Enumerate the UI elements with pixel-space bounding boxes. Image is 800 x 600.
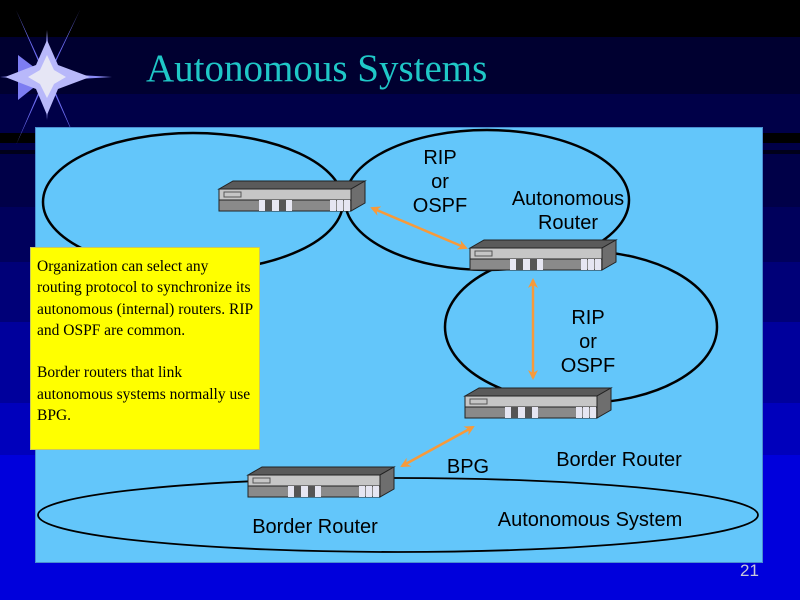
slide-title: Autonomous Systems — [146, 47, 488, 90]
explanation-note: Organization can select any routing prot… — [30, 247, 260, 450]
page-number: 21 — [740, 561, 759, 580]
link-arrow-bpg — [400, 425, 475, 468]
autonomous-router — [469, 239, 617, 271]
autonomous-system-label: Autonomous System — [497, 509, 683, 531]
link-arrow-rip-top — [370, 206, 468, 250]
border-router-right — [464, 387, 612, 419]
border-router-left — [247, 466, 395, 498]
border-router-label-left: Border Router — [252, 516, 378, 538]
router-top-left — [218, 180, 366, 212]
autonomous-router-label: Autonomous Router — [511, 188, 625, 234]
border-router-label-right: Border Router — [556, 449, 682, 471]
protocol-label-middle: RIP or OSPF — [560, 307, 616, 377]
as-boundary-bottom — [37, 477, 759, 553]
note-paragraph: Organization can select any routing prot… — [37, 258, 253, 339]
bpg-label: BPG — [446, 456, 490, 478]
protocol-label-top: RIP or OSPF — [412, 147, 468, 217]
note-paragraph: Border routers that link autonomous syst… — [37, 364, 251, 425]
